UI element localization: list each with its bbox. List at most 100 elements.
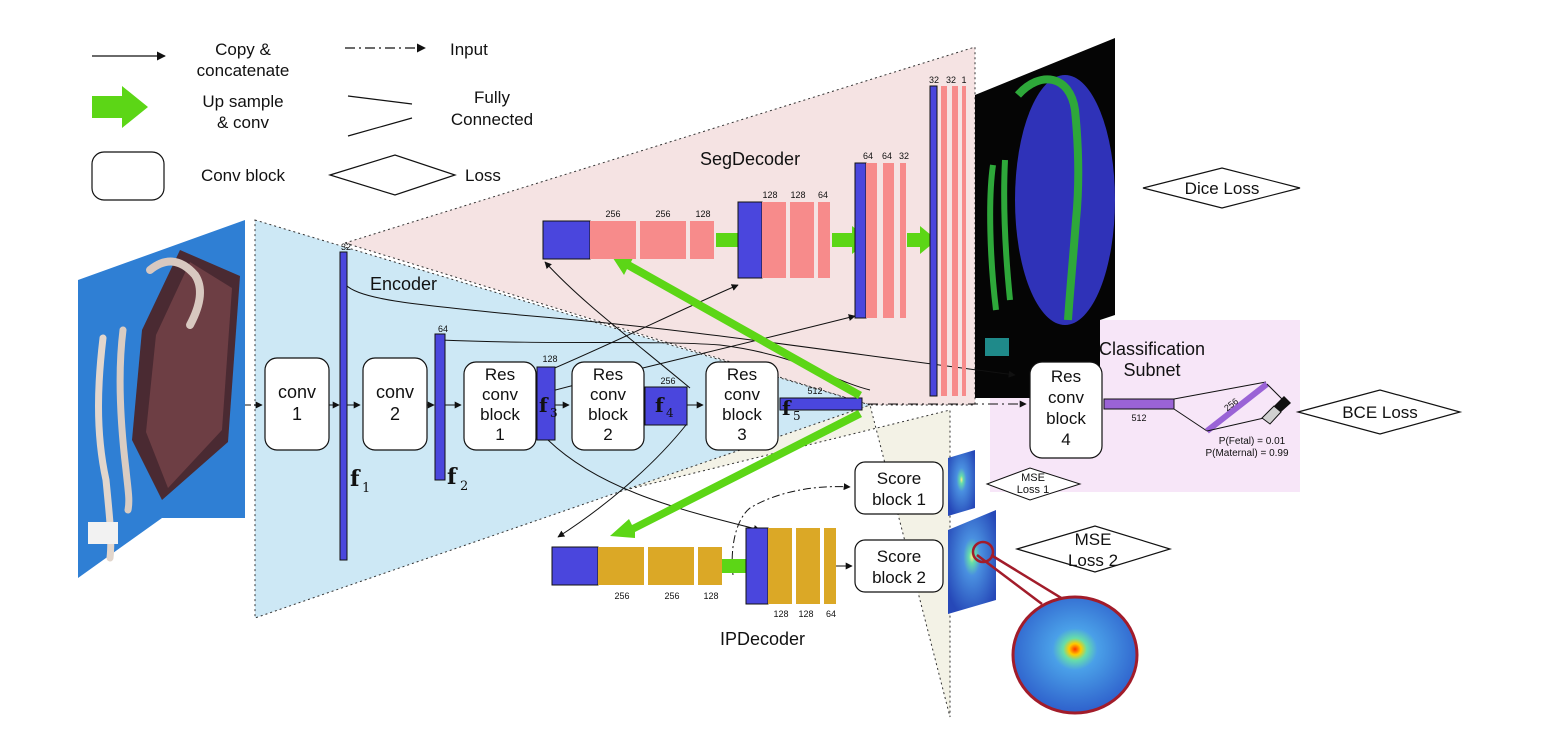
conv2-line2: 2 [390,404,400,424]
seg-s1-a [590,221,636,259]
ip-s2-c [824,528,836,604]
res1-line1: Res [485,365,515,384]
mse-loss1-diamond [985,467,1082,501]
seg-up3-icon [907,226,937,254]
res1-line2: conv [482,385,518,404]
res4-line2: conv [1048,388,1084,407]
legend-fc-line2: Connected [451,110,533,129]
score2-line1: Score [877,547,921,566]
seg-s4-b [952,86,958,396]
score1-line1: Score [877,469,921,488]
res1-line4: 1 [495,425,504,444]
score-block-1 [854,461,944,515]
res2-line1: Res [593,365,623,384]
mse2-line2: Loss 2 [1068,551,1118,570]
res3-line4: 3 [737,425,746,444]
conv2-line1: conv [376,382,414,402]
upsample-to-ip-arrow-icon [610,410,862,538]
res3-line1: Res [727,365,757,384]
ip-decoder-label: IPDecoder [720,629,805,649]
prob-maternal: P(Maternal) = 0.99 [1205,448,1289,459]
encoder-region [254,219,872,619]
ip-s1-b [648,547,694,585]
seg-concat-f1 [929,85,938,397]
seg-s4-c [962,86,966,396]
f3-sub: 3 [550,406,558,420]
heatmap-large [948,510,996,614]
seg-s1-c [690,221,714,259]
seg-s1-ch-a: 256 [605,209,620,219]
f2-feature-map [434,333,446,481]
seg-s4-ch-a: 32 [929,75,939,85]
upsample-arrow-icon [92,86,148,128]
f1-label: f [350,466,361,492]
seg-s4-ch-c: 1 [961,75,966,85]
seg-s3-a [866,163,877,318]
res-block-4 [1029,361,1103,459]
legend-loss: Loss [465,166,501,185]
f4-label: f [655,393,665,417]
f5-channels: 512 [807,386,822,396]
legend-fc-line1: Fully [474,88,510,107]
ip-s1-ch-a: 256 [614,591,629,601]
legend-upsample-line2: & conv [217,113,269,132]
f4-feature-map [644,386,688,426]
cls-fc-512 [1103,398,1175,410]
ip-concat-f4 [745,527,769,605]
cls-fc-256 [1205,381,1269,434]
ip-s1-c [698,547,722,585]
conv1-line1: conv [278,382,316,402]
output-neuron-maternal [1274,396,1291,412]
legend-conv-block: Conv block [201,166,286,185]
f1-feature-map [339,251,348,561]
conv1-block [264,357,330,451]
ip-s1-ch-c: 128 [703,591,718,601]
f5-label: f [782,396,792,420]
f4-channels: 256 [660,376,675,386]
conv1-line2: 1 [292,404,302,424]
f4-sub: 4 [666,406,674,420]
conv2-block [362,357,428,451]
ip-s2-ch-a: 128 [773,609,788,619]
cls-fc-512-label: 512 [1131,413,1146,423]
seg-s4-ch-b: 32 [946,75,956,85]
f3-label: f [539,393,549,417]
mse-loss2-diamond [1014,525,1173,573]
bce-loss-diamond [1295,389,1463,435]
seg-s3-ch-a: 64 [863,151,873,161]
seg-s3-ch-c: 32 [899,151,909,161]
seg-concat-f4 [737,201,763,279]
encoder-label: Encoder [370,274,437,294]
dice-loss-diamond [1142,167,1301,209]
bce-loss-label: BCE Loss [1342,403,1418,422]
ip-s1-a [598,547,644,585]
placenta-photo [78,220,245,578]
ip-s1-ch-b: 256 [664,591,679,601]
seg-s2-ch-b: 128 [790,190,805,200]
res4-line3: block [1046,409,1086,428]
f2-channels: 64 [438,324,448,334]
fully-connected-icon [347,95,413,105]
seg-s2-ch-c: 64 [818,190,828,200]
heatmap-zoom [1011,595,1139,715]
mse2-line1: MSE [1075,530,1112,549]
f1-channels: 32 [341,242,351,252]
legend-upsample-line1: Up sample [202,92,283,111]
f3-channels: 128 [542,354,557,364]
seg-concat-f3 [854,162,867,319]
seg-s1-ch-b: 256 [655,209,670,219]
f3-feature-map [536,366,556,441]
f5-feature-map [779,397,863,411]
dice-loss-label: Dice Loss [1185,179,1260,198]
classification-label-line2: Subnet [1123,360,1180,380]
prob-fetal: P(Fetal) = 0.01 [1219,436,1286,447]
segmentation-mask [975,38,1115,398]
heatmap-small [948,450,975,516]
score2-line2: block 2 [872,568,926,587]
score1-line2: block 1 [872,490,926,509]
legend-copy-line2: concatenate [197,61,290,80]
mse1-line1: MSE [1021,472,1045,484]
loss-diamond-icon [327,154,457,196]
